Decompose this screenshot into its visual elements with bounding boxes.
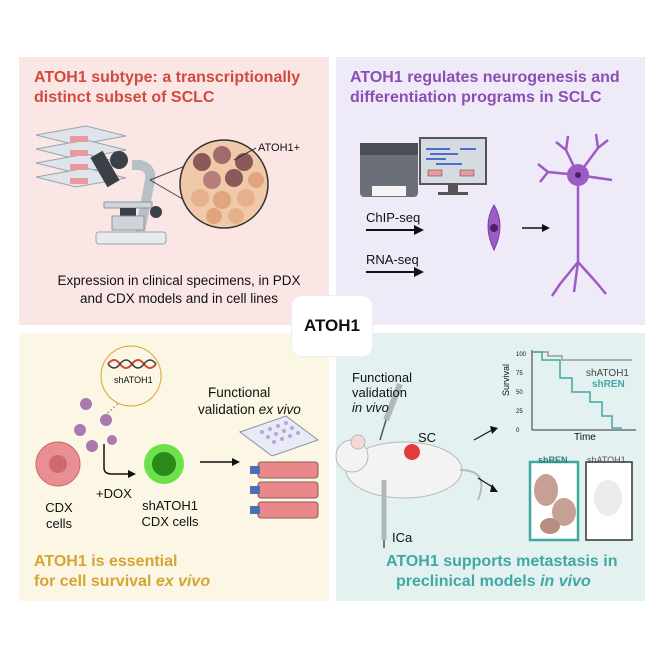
mouse-icon bbox=[335, 434, 483, 501]
title-italic: in vivo bbox=[540, 573, 591, 590]
neuroendocrine-cell-icon bbox=[487, 204, 501, 252]
title-line: ATOH1 is essential bbox=[34, 553, 178, 570]
ytick: 25 bbox=[516, 409, 523, 415]
shatoh1-cdx-label: shATOH1 CDX cells bbox=[140, 498, 200, 530]
caption-line: Expression in clinical specimens, in PDX bbox=[57, 273, 301, 288]
text-line: CDX bbox=[45, 500, 73, 515]
title-ex-vivo: ATOH1 is essential for cell survival ex … bbox=[34, 552, 324, 592]
ytick: 100 bbox=[516, 352, 527, 358]
chipseq-label: ChIP-seq bbox=[366, 210, 421, 225]
dox-label: +DOX bbox=[96, 486, 132, 501]
legend-shren: shREN bbox=[592, 379, 625, 390]
plasmid-label: shATOH1 bbox=[114, 375, 153, 385]
title-atoh1-subtype: ATOH1 subtype: a transcriptionally disti… bbox=[34, 68, 324, 108]
title-italic: ex vivo bbox=[155, 573, 211, 590]
functional-validation-in-vivo: Functional validation in vivo bbox=[352, 370, 412, 415]
title-line: ATOH1 subtype: a transcriptionally bbox=[34, 69, 301, 86]
ica-label: ICa bbox=[392, 530, 413, 545]
monitor-icon bbox=[419, 137, 487, 195]
panel-atoh1-subtype bbox=[19, 57, 329, 325]
title-line: for cell survival ex vivo bbox=[34, 572, 324, 592]
text-italic: ex vivo bbox=[258, 402, 301, 417]
survival-curve-chart bbox=[531, 350, 636, 431]
title-line: ATOH1 supports metastasis in bbox=[386, 553, 618, 570]
title-in-vivo: ATOH1 supports metastasis in preclinical… bbox=[386, 552, 642, 592]
rnaseq-label: RNA-seq bbox=[366, 252, 419, 267]
atoh1-positive-label: ATOH1+ bbox=[258, 142, 301, 154]
text-line: cells bbox=[45, 516, 72, 531]
functional-validation-ex-vivo: Functional validation ex vivo bbox=[198, 384, 301, 418]
cdx-cells-icon bbox=[35, 441, 81, 487]
plasmid-circle-icon bbox=[100, 345, 162, 407]
text-line: validation bbox=[352, 385, 407, 400]
text-line: Functional bbox=[208, 385, 271, 400]
text-line: shATOH1 bbox=[142, 498, 198, 513]
culture-flasks-icon bbox=[250, 461, 319, 519]
shatoh1-cdx-cell-icon bbox=[144, 444, 184, 484]
tumor-image-shatoh1 bbox=[585, 461, 633, 541]
title-text: for cell survival bbox=[34, 573, 156, 590]
tissue-magnification-icon bbox=[179, 139, 269, 229]
tumor-image-shren bbox=[528, 460, 580, 542]
text-line: Functional bbox=[352, 370, 412, 385]
neuron-icon bbox=[537, 133, 613, 297]
title-line: distinct subset of SCLC bbox=[34, 89, 215, 106]
microscope-icon bbox=[90, 150, 167, 245]
sc-label: SC bbox=[418, 430, 437, 445]
text-line: CDX cells bbox=[141, 514, 199, 529]
title-line: ATOH1 regulates neurogenesis and bbox=[350, 69, 620, 86]
caption-line: and CDX models and in cell lines bbox=[79, 291, 279, 306]
expression-caption: Expression in clinical specimens, in PDX… bbox=[34, 272, 324, 308]
survival-yticks: 100 75 50 25 0 bbox=[516, 346, 526, 441]
time-axis-label: Time bbox=[574, 432, 596, 443]
title-line: preclinical models in vivo bbox=[386, 572, 642, 592]
virus-particles-icon bbox=[74, 398, 117, 452]
image-label-shren: shREN bbox=[538, 455, 568, 465]
sequencer-icon bbox=[360, 143, 418, 197]
text: validation bbox=[198, 402, 259, 417]
image-label-shatoh1: shATOH1 bbox=[587, 455, 626, 465]
text-line: validation ex vivo bbox=[198, 401, 301, 418]
ytick: 50 bbox=[516, 390, 523, 396]
title-neurogenesis: ATOH1 regulates neurogenesis and differe… bbox=[350, 68, 640, 108]
survival-axis-label: Survival bbox=[501, 363, 511, 396]
ytick: 75 bbox=[516, 371, 523, 377]
cdx-cells-label: CDX cells bbox=[44, 500, 74, 532]
legend-shatoh1: shATOH1 bbox=[586, 368, 629, 379]
ytick: 0 bbox=[516, 428, 520, 434]
well-plate-icon bbox=[238, 415, 320, 457]
title-text: preclinical models bbox=[396, 573, 541, 590]
title-line: differentiation programs in SCLC bbox=[350, 89, 602, 106]
center-atoh1-label: ATOH1 bbox=[292, 296, 372, 356]
text-italic: in vivo bbox=[352, 400, 389, 415]
